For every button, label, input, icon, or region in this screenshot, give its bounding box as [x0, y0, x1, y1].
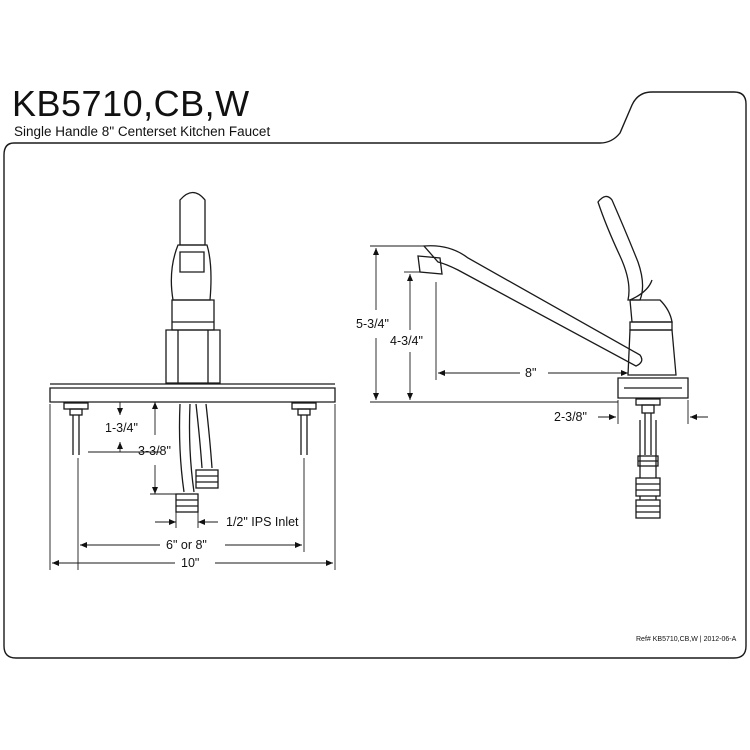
side-base	[617, 377, 689, 399]
inlet-fitting-right	[195, 469, 219, 489]
right-shank	[291, 402, 317, 455]
side-handle-lever	[597, 195, 644, 301]
inlet-fitting-left	[175, 493, 199, 513]
model-number-title: KB5710,CB,W	[12, 83, 250, 124]
dim-shank-height: 1-3/4"	[105, 421, 138, 435]
dim-center-spacing: 6" or 8"	[166, 538, 207, 552]
front-deck-plate	[49, 387, 336, 403]
product-subtitle: Single Handle 8" Centerset Kitchen Fauce…	[14, 124, 271, 139]
dim-base-depth: 2-3/8"	[554, 410, 587, 424]
side-fitting-bottom	[635, 499, 661, 519]
supply-hose-left	[178, 403, 185, 493]
dim-overall-height: 5-3/4"	[356, 317, 389, 331]
side-fitting-top	[635, 477, 661, 497]
reference-code: Ref# KB5710,CB,W | 2012-06-A	[636, 636, 737, 643]
dim-spout-reach: 8"	[525, 366, 536, 380]
front-view	[49, 191, 336, 513]
front-body	[171, 299, 215, 331]
dim-inlet-depth: 3-3/8"	[138, 444, 171, 458]
supply-hose-right	[195, 403, 203, 469]
side-view	[417, 195, 689, 519]
side-body	[629, 299, 673, 323]
dim-overall-width: 10"	[181, 556, 199, 570]
dim-inlet-size: 1/2" IPS Inlet	[226, 515, 299, 529]
side-spout	[422, 245, 643, 367]
drawing-frame	[3, 91, 747, 659]
dim-spout-height: 4-3/4"	[390, 334, 423, 348]
left-shank	[63, 402, 89, 455]
front-spout	[179, 191, 206, 246]
